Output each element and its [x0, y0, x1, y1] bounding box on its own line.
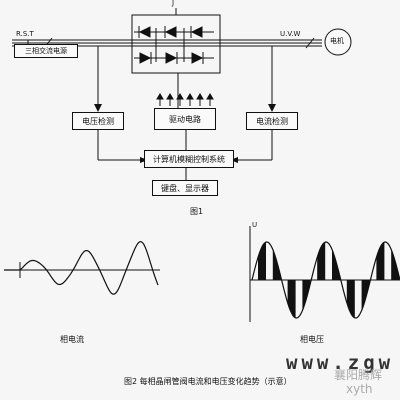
drive-circuit-box: 驱动电路 [154, 108, 216, 130]
voltage-chop-region [272, 249, 281, 280]
keyboard-display-box: 键盘、显示器 [152, 180, 218, 196]
motor-label: 电机 [330, 37, 344, 45]
voltage-axis-label: U [252, 221, 258, 229]
figure1-caption: 图1 [190, 207, 204, 216]
current-detect-box: 电流检测 [246, 112, 298, 130]
figure2-caption: 图2 每相晶闸管阀电流和电压变化趋势（示意） [124, 377, 292, 386]
output-phase-label: U.V.W [280, 30, 301, 38]
voltage-detect-box: 电压检测 [72, 112, 124, 130]
power-source-box: 三相交流电源 [14, 44, 78, 58]
input-phase-label: R.S.T [16, 30, 34, 38]
voltage-chop-region [332, 249, 340, 280]
voltage-chop-region [391, 249, 400, 280]
voltage-chop-region [302, 280, 311, 311]
watermark-company: 襄阳腾辉 [334, 368, 383, 382]
phase-current-label: 相电流 [60, 335, 84, 344]
watermark-tail: xyth [346, 382, 373, 396]
fuzzy-controller-box: 计算机模糊控制系统 [144, 150, 234, 168]
phase-voltage-label: 相电压 [300, 335, 324, 344]
watermark-url: www.zgw [286, 352, 395, 374]
phase-voltage-plot [249, 226, 400, 322]
voltage-chop-region [361, 280, 370, 311]
thyristor-label: J [172, 0, 175, 7]
phase-current-plot [4, 241, 160, 295]
